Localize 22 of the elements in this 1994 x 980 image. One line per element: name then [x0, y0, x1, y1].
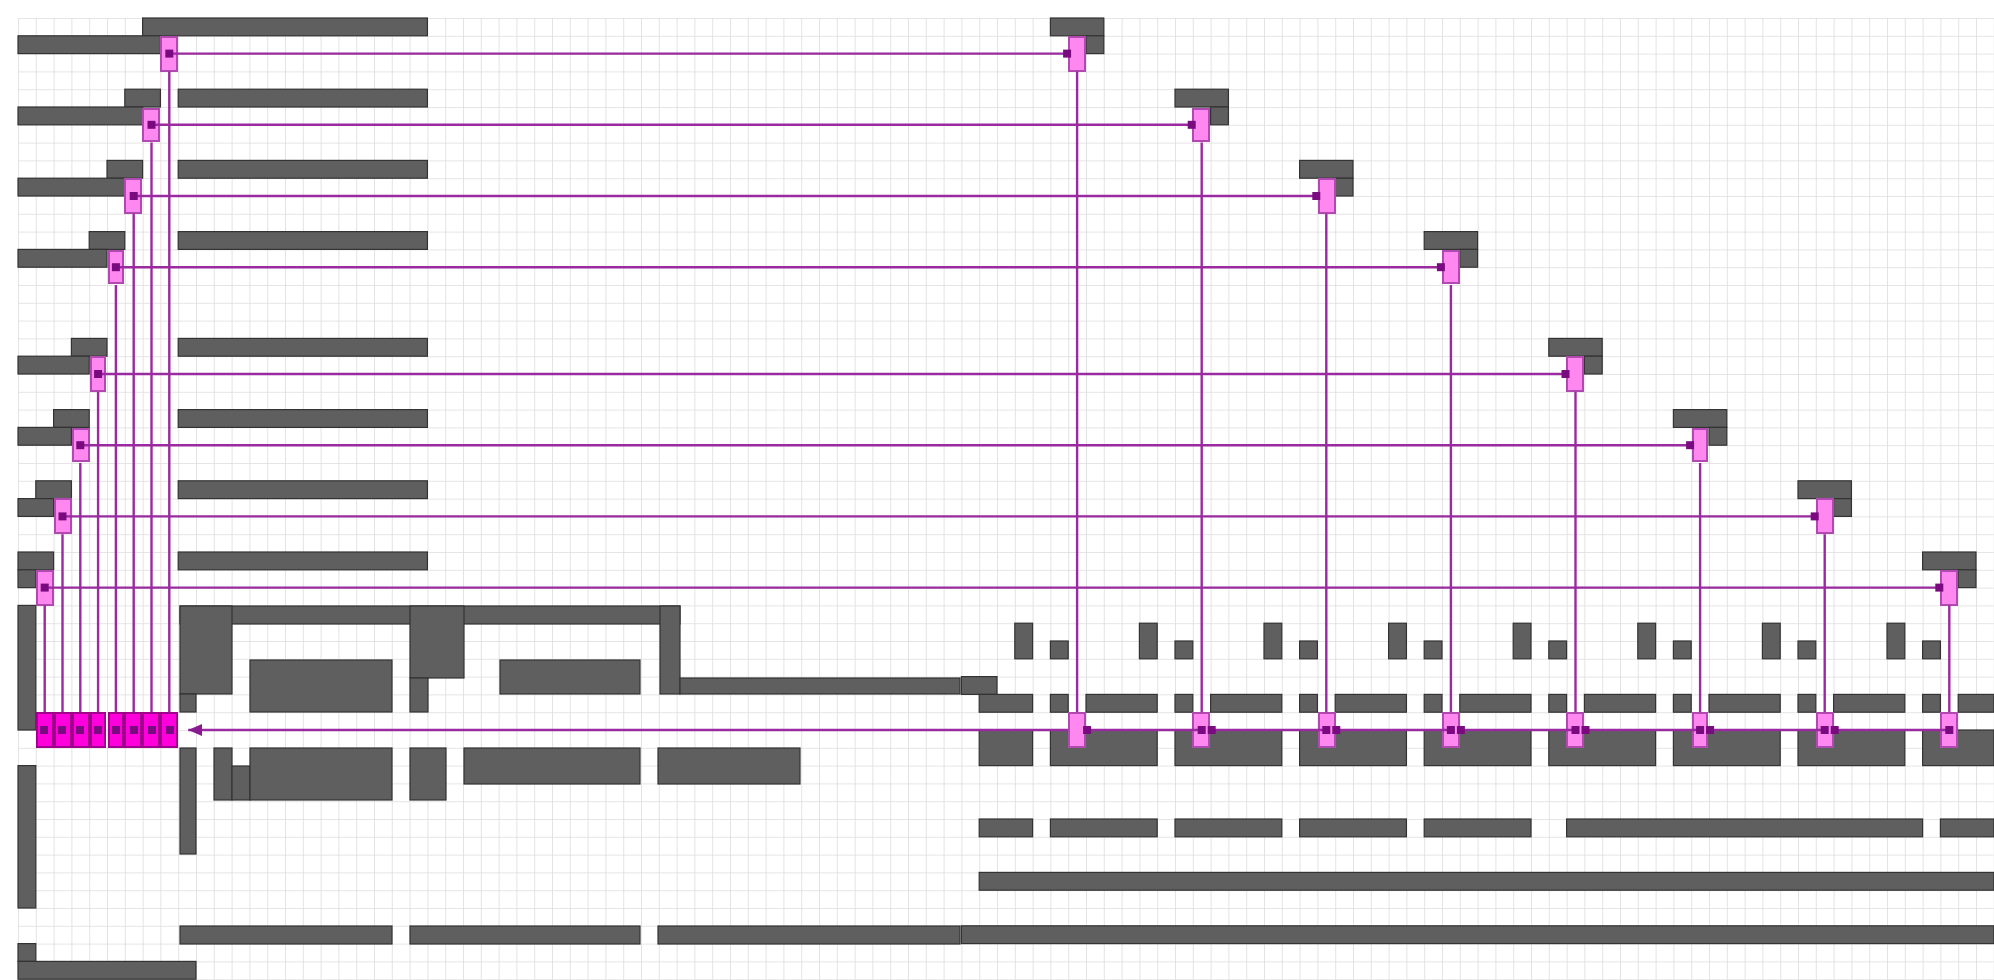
- connector-line: [79, 463, 82, 713]
- connector-line: [43, 605, 46, 713]
- connector-line: [96, 391, 100, 713]
- highlight-cell: [142, 712, 161, 748]
- highlight-cell: [160, 712, 179, 748]
- connector-line: [1449, 285, 1453, 713]
- connector-line: [132, 213, 135, 713]
- marker-box: [1566, 356, 1585, 392]
- marker-box: [1068, 712, 1086, 748]
- connector-line: [150, 142, 153, 713]
- highlight-cell: [124, 712, 143, 748]
- connector-line: [114, 285, 118, 713]
- connector-line: [1574, 391, 1577, 713]
- connector-line: [1823, 534, 1826, 713]
- connector-line: [1200, 142, 1203, 713]
- connector-line: [1325, 213, 1328, 713]
- connector-line: [1948, 605, 1951, 713]
- connector-line: [168, 71, 171, 713]
- connector-line: [61, 534, 64, 713]
- connector-line: [1698, 463, 1702, 713]
- connector-line: [1075, 71, 1079, 713]
- arrow: [188, 724, 1069, 736]
